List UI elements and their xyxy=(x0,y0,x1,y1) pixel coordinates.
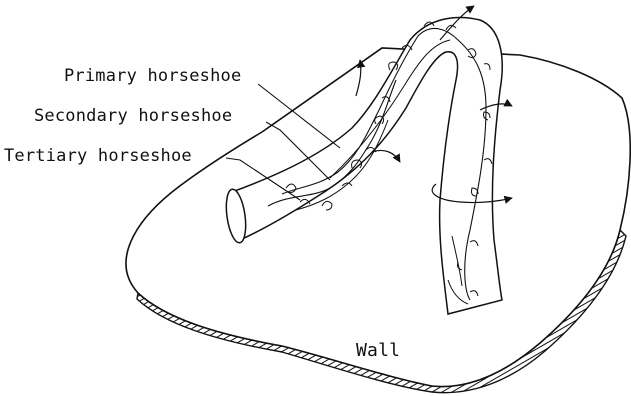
wall-label: Wall xyxy=(356,340,400,361)
primary-horseshoe-label: Primary horseshoe xyxy=(64,66,241,86)
secondary-horseshoe-label: Secondary horseshoe xyxy=(34,106,232,126)
tertiary-horseshoe-label: Tertiary horseshoe xyxy=(4,146,192,166)
